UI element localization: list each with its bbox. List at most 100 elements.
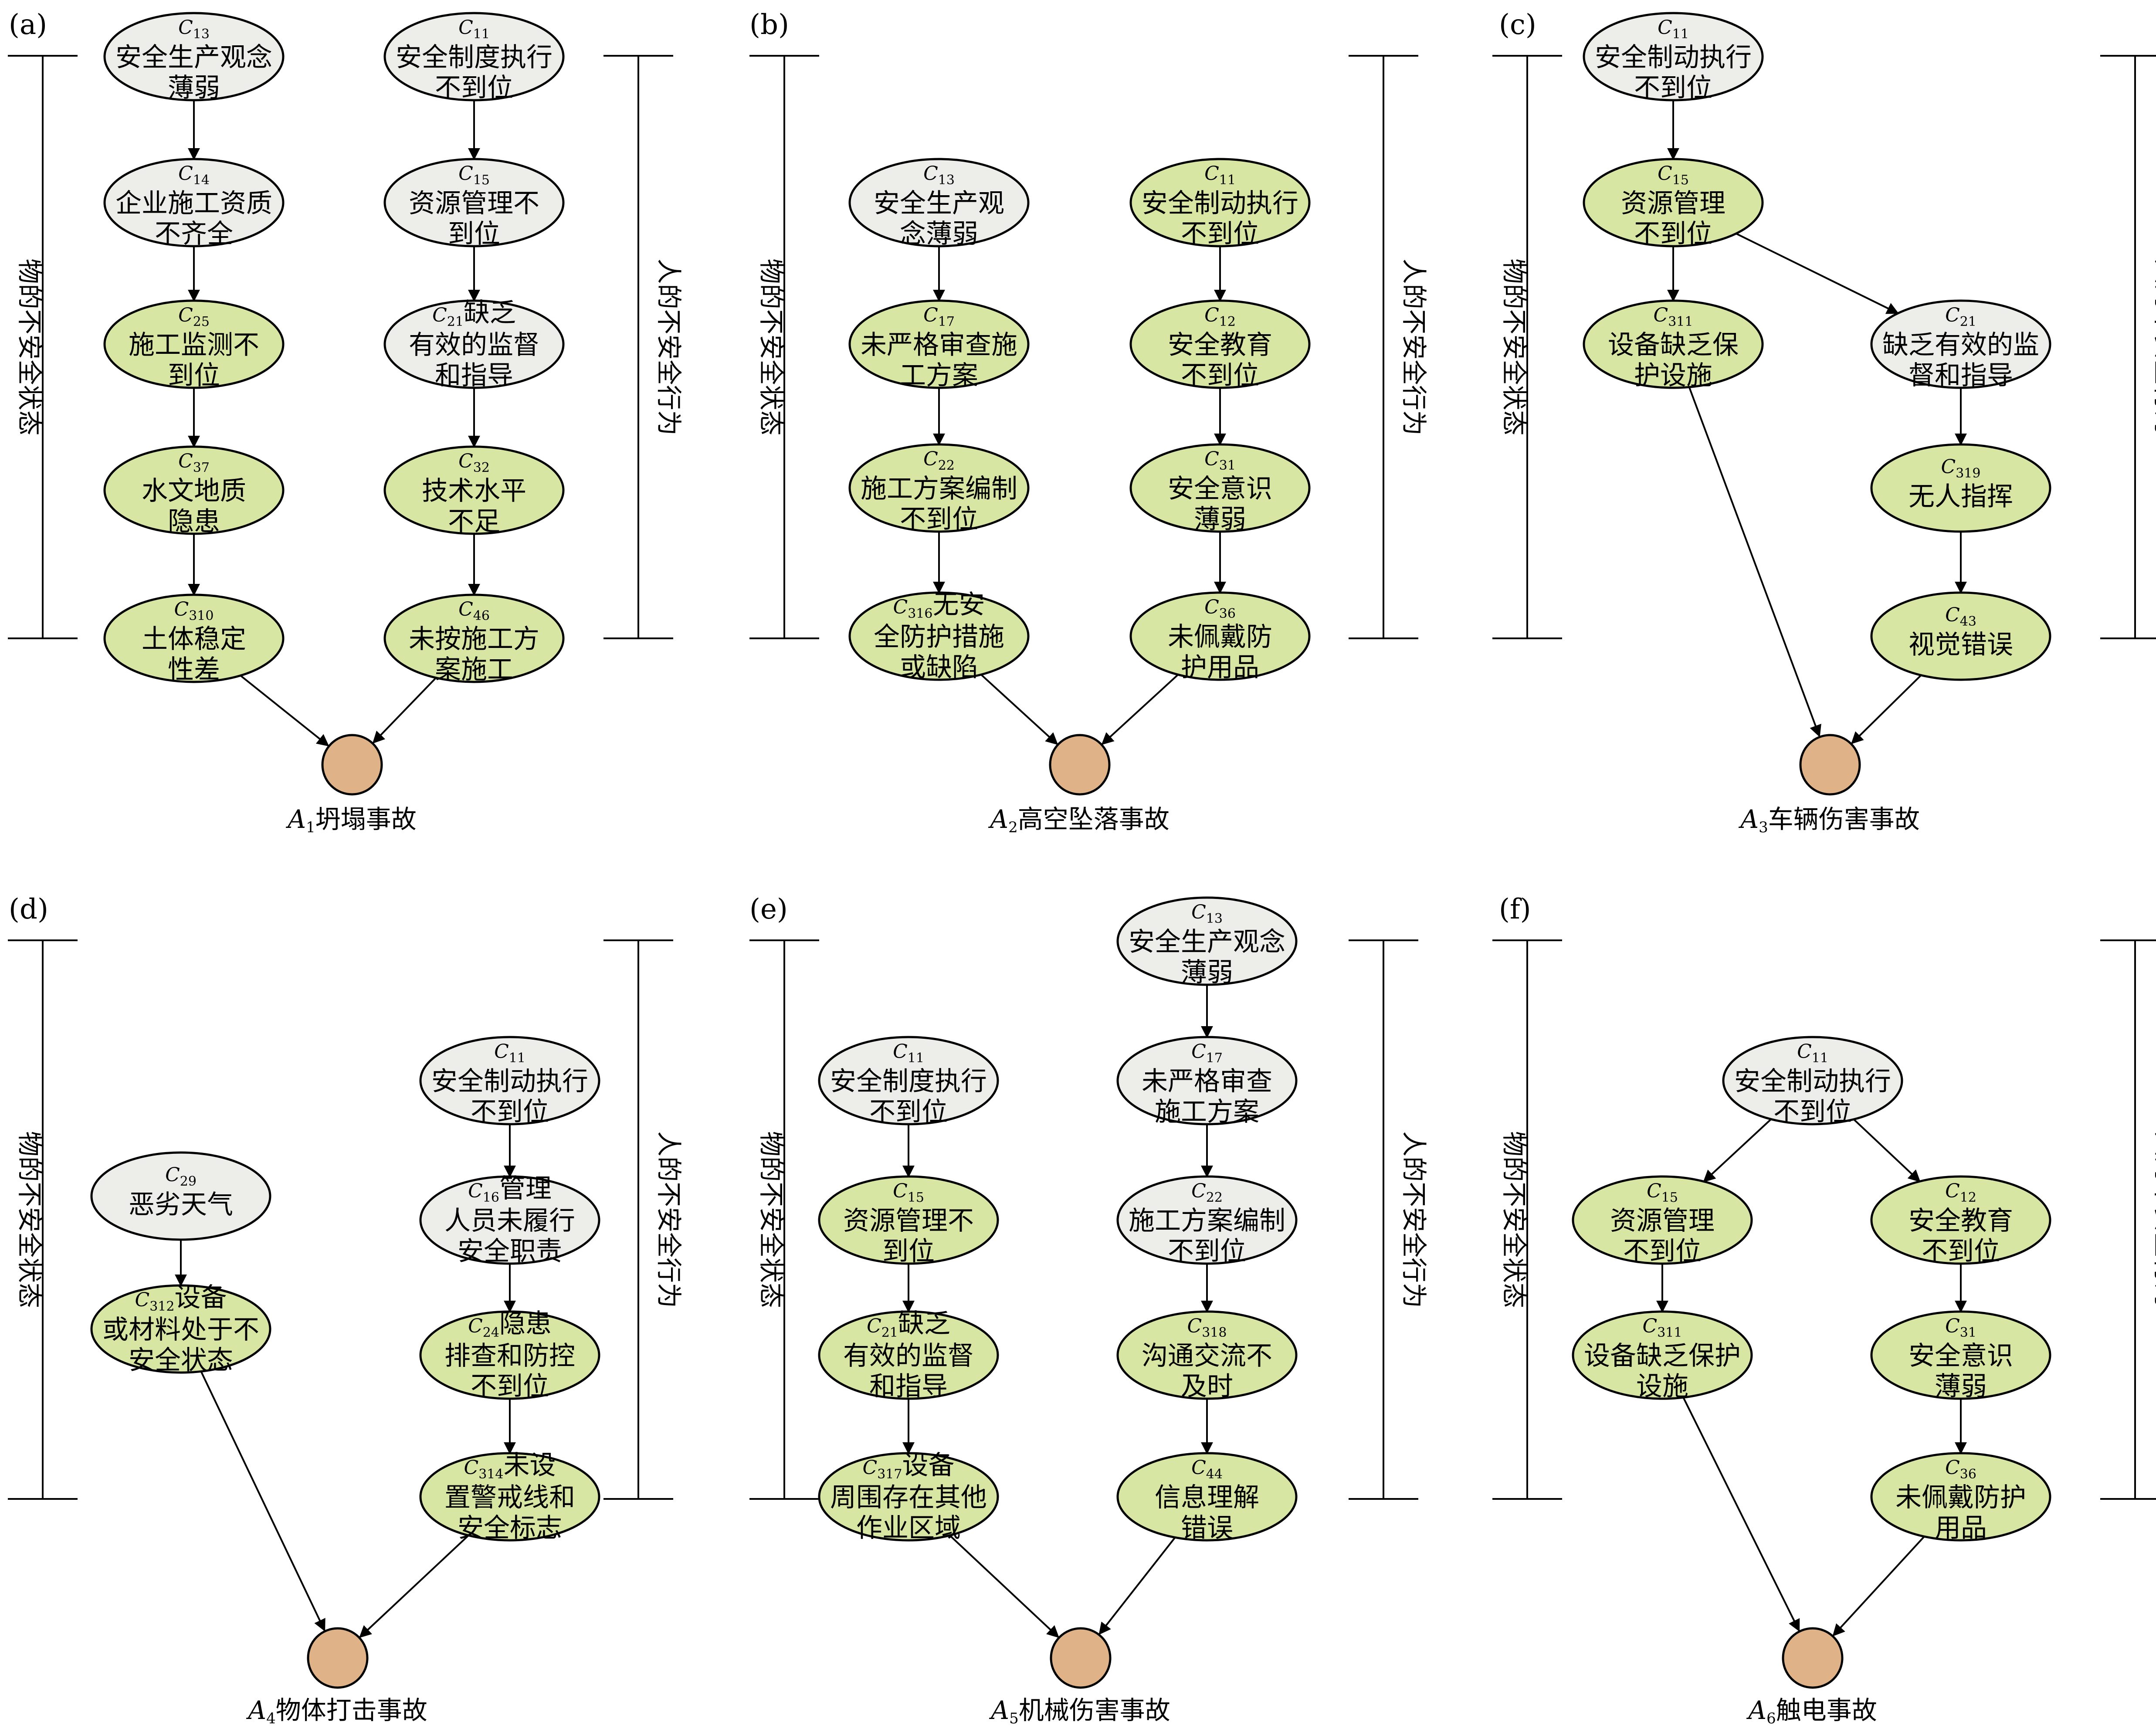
node-label: 和指导 bbox=[869, 1371, 948, 1402]
node-label: 及时 bbox=[1181, 1371, 1233, 1402]
node-ellipse bbox=[848, 591, 1030, 681]
node-ellipse bbox=[818, 1452, 999, 1542]
panel-e-accident-label: A5机械伤害事故 bbox=[989, 1695, 1170, 1727]
node-label: 施工监测不 bbox=[129, 330, 259, 360]
panel-e-accident-node bbox=[1050, 1627, 1112, 1689]
panel-a-accident-node bbox=[321, 734, 383, 796]
node-ellipse bbox=[90, 1284, 271, 1374]
node-ellipse bbox=[1129, 591, 1311, 681]
node-header: C319 bbox=[1941, 456, 1981, 481]
node-ellipse bbox=[383, 593, 565, 683]
panel-f-right-side-label: 人的不安全行为 bbox=[2151, 1131, 2156, 1308]
node-label: 不足 bbox=[448, 506, 500, 537]
node-label: 资源管理不 bbox=[409, 188, 539, 219]
node-label: 不到位 bbox=[1773, 1097, 1852, 1127]
node-label: 未佩戴防 bbox=[1168, 622, 1272, 652]
node-label: 不到位 bbox=[1181, 219, 1259, 249]
node-header: C310 bbox=[174, 598, 214, 624]
node-ellipse bbox=[383, 445, 565, 535]
node-label: 案施工 bbox=[435, 654, 513, 685]
panel-c-label: (c) bbox=[1499, 9, 1536, 41]
panel-a-left-axis bbox=[8, 55, 78, 639]
node-label: 安全制动执行 bbox=[1142, 188, 1298, 219]
node-header: C46 bbox=[458, 598, 490, 624]
node-label: 缺乏有效的监 bbox=[1882, 330, 2039, 360]
panel-b-label: (b) bbox=[749, 9, 789, 41]
node-header: C11 bbox=[1797, 1041, 1828, 1066]
node-ellipse bbox=[1116, 1310, 1298, 1400]
node-label: 到位 bbox=[882, 1236, 935, 1267]
node-label: 不到位 bbox=[1634, 73, 1712, 103]
node-header: C17 bbox=[923, 304, 955, 329]
panel-e-right-side-label: 人的不安全行为 bbox=[1399, 1131, 1429, 1308]
node-ellipse bbox=[1870, 1310, 2051, 1400]
panel-a-right-side-label: 人的不安全行为 bbox=[654, 258, 684, 435]
node-label: 安全意识 bbox=[1909, 1341, 2013, 1371]
node-ellipse bbox=[103, 158, 285, 247]
node-label: 施工方案编制 bbox=[1129, 1206, 1285, 1236]
node-ellipse bbox=[1129, 299, 1311, 389]
panel-d-accident-node bbox=[307, 1627, 369, 1689]
panel-b-left-axis bbox=[749, 55, 819, 639]
flow-arrow bbox=[1703, 1119, 1772, 1183]
node-label: 不到位 bbox=[869, 1097, 948, 1127]
node-label: 安全制动执行 bbox=[1595, 42, 1752, 73]
node-label: 隐患 bbox=[168, 506, 220, 537]
node-header: C31 bbox=[1945, 1315, 1976, 1340]
node-ellipse bbox=[419, 1036, 600, 1126]
node-label: 护用品 bbox=[1181, 652, 1259, 683]
node-header: C15 bbox=[1647, 1180, 1678, 1205]
node-label: 不齐全 bbox=[155, 219, 233, 249]
node-label: 安全生产观 bbox=[874, 188, 1004, 219]
node-header: C22 bbox=[1191, 1180, 1223, 1205]
node-ellipse bbox=[1129, 158, 1311, 247]
node-header: C36 bbox=[1945, 1457, 1976, 1482]
node-header: C15 bbox=[458, 163, 490, 188]
node-header: C44 bbox=[1191, 1457, 1223, 1482]
node-ellipse bbox=[848, 158, 1030, 247]
node-header: C11 bbox=[494, 1041, 525, 1066]
node-ellipse bbox=[1116, 896, 1298, 986]
node-header: C37 bbox=[178, 450, 210, 475]
node-ellipse bbox=[419, 1175, 600, 1265]
node-label: 薄弱 bbox=[1181, 957, 1233, 988]
node-ellipse bbox=[1116, 1452, 1298, 1542]
panel-f-left-axis bbox=[1492, 939, 1562, 1500]
node-label: 薄弱 bbox=[168, 73, 220, 103]
node-ellipse bbox=[1583, 299, 1764, 389]
node-label: 未按施工方 bbox=[409, 624, 539, 654]
panel-e-left-side-label: 物的不安全状态 bbox=[756, 1131, 786, 1308]
panel-d-accident-label: A4物体打击事故 bbox=[246, 1695, 427, 1727]
flow-arrow-to-accident bbox=[372, 677, 437, 744]
node-header: C14 bbox=[178, 163, 210, 188]
node-label: 安全生产观念 bbox=[1129, 927, 1285, 957]
node-label: 性差 bbox=[168, 654, 220, 685]
node-label: 不到位 bbox=[471, 1097, 549, 1127]
node-ellipse bbox=[1870, 299, 2051, 389]
node-label: 错误 bbox=[1181, 1513, 1233, 1543]
node-header: C16管理 bbox=[468, 1173, 552, 1205]
node-header: C311 bbox=[1654, 304, 1693, 329]
node-header: C312设备 bbox=[135, 1282, 227, 1314]
node-ellipse bbox=[848, 299, 1030, 389]
flow-arrow-to-accident bbox=[240, 675, 329, 747]
panel-e-label: (e) bbox=[749, 893, 788, 926]
node-header: C32 bbox=[458, 450, 490, 475]
node-label: 工方案 bbox=[900, 360, 978, 391]
